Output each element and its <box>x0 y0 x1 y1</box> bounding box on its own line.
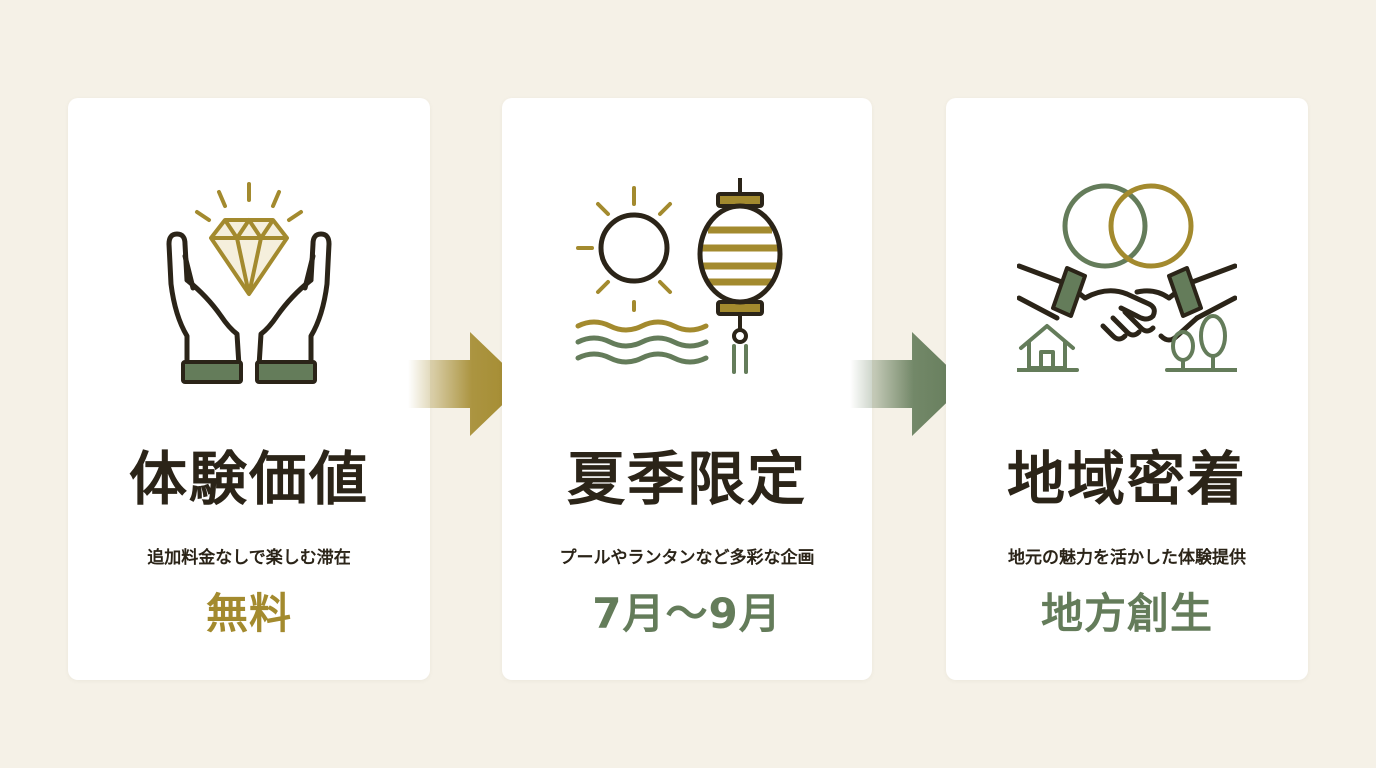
card-description: プールやランタンなど多彩な企画 <box>559 548 815 568</box>
card-highlight: 地方創生 <box>1040 589 1213 638</box>
card-description: 地元の魅力を活かした体験提供 <box>1008 548 1246 568</box>
card-community-rooted: 地域密着 地元の魅力を活かした体験提供 地方創生 <box>946 98 1308 680</box>
card-title: 夏季限定 <box>566 445 807 513</box>
arrow-right-icon <box>850 332 966 436</box>
card-title: 地域密着 <box>1006 445 1247 513</box>
card-description: 追加料金なしで楽しむ滞在 <box>147 548 351 568</box>
card-experience-value: 体験価値 追加料金なしで楽しむ滞在 無料 <box>68 98 430 680</box>
sun-lantern-waves-icon <box>575 178 783 374</box>
handshake-rings-icon <box>1017 183 1237 372</box>
hands-diamond-icon <box>166 182 332 384</box>
card-highlight: 無料 <box>205 589 292 638</box>
card-title: 体験価値 <box>128 445 369 513</box>
card-summer-limited: 夏季限定 プールやランタンなど多彩な企画 7月～9月 <box>502 98 872 680</box>
card-highlight: 7月～9月 <box>592 589 782 638</box>
arrow-right-icon <box>408 332 524 436</box>
